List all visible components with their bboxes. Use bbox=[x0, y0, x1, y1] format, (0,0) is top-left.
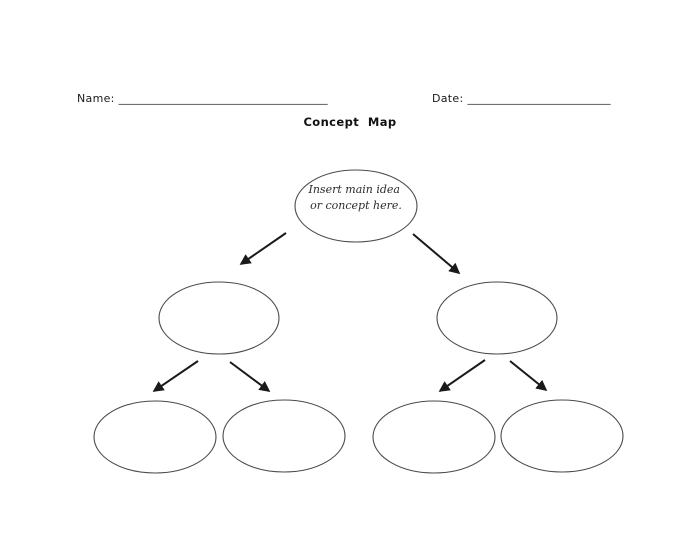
detail-node-2[interactable] bbox=[222, 399, 346, 473]
date-fill-line[interactable]: __________________________ bbox=[467, 92, 611, 105]
date-label: Date: bbox=[432, 92, 464, 105]
name-field: Name:___________________________________… bbox=[63, 79, 328, 118]
detail-node-3[interactable] bbox=[372, 400, 496, 474]
page-title: Concept Map bbox=[303, 115, 397, 129]
arrow-left-subtopic-to-detail-1 bbox=[152, 360, 199, 392]
arrow-right-subtopic-to-detail-4 bbox=[509, 360, 548, 392]
name-label: Name: bbox=[77, 92, 115, 105]
name-fill-line[interactable]: ______________________________________ bbox=[118, 92, 328, 105]
subtopic-node-right[interactable] bbox=[436, 281, 558, 355]
arrow-main-to-left-subtopic bbox=[239, 232, 287, 265]
detail-node-1[interactable] bbox=[93, 400, 217, 474]
arrow-main-to-right-subtopic bbox=[412, 233, 461, 275]
arrow-right-subtopic-to-detail-3 bbox=[438, 359, 486, 392]
arrow-left-subtopic-to-detail-2 bbox=[229, 361, 271, 392]
subtopic-node-left[interactable] bbox=[158, 281, 280, 355]
main-idea-node-text: Insert main idea or concept here. bbox=[308, 183, 404, 212]
date-field: Date:__________________________ bbox=[418, 79, 611, 118]
detail-node-4[interactable] bbox=[500, 399, 624, 473]
main-idea-node[interactable] bbox=[294, 169, 418, 243]
